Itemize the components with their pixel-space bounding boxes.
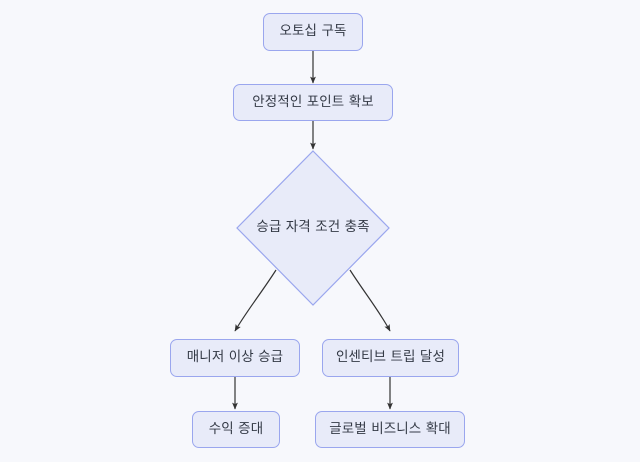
- node-manager-promotion[interactable]: 매니저 이상 승급: [170, 339, 300, 377]
- node-label: 승급 자격 조건 충족: [256, 219, 370, 236]
- node-label: 오토십 구독: [279, 23, 347, 40]
- node-incentive-trip[interactable]: 인센티브 트립 달성: [322, 339, 459, 377]
- node-label: 수익 증대: [208, 420, 264, 437]
- node-autoship-subscription[interactable]: 오토십 구독: [263, 13, 363, 51]
- node-stable-points[interactable]: 안정적인 포인트 확보: [233, 84, 393, 121]
- node-label: 안정적인 포인트 확보: [252, 93, 374, 110]
- diamond-shape: [236, 150, 390, 306]
- node-label: 글로벌 비즈니스 확대: [329, 420, 451, 437]
- node-label: 매니저 이상 승급: [186, 349, 284, 366]
- node-promotion-criteria-met[interactable]: 승급 자격 조건 충족: [236, 150, 390, 306]
- node-revenue-growth[interactable]: 수익 증대: [192, 411, 280, 448]
- node-global-business-expansion[interactable]: 글로벌 비즈니스 확대: [315, 411, 465, 448]
- node-label: 인센티브 트립 달성: [336, 349, 445, 366]
